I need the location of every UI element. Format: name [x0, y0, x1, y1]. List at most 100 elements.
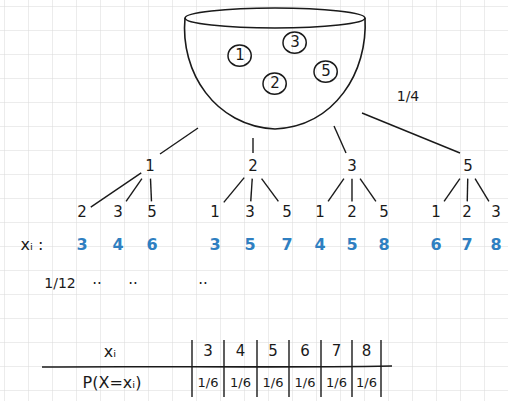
ball-circle [228, 45, 251, 66]
table-cell: 1/6 [230, 376, 251, 391]
branch-line [475, 179, 489, 202]
tree-node: 5 [145, 203, 159, 222]
tree-node: 2 [246, 157, 260, 176]
table-cell: 6 [300, 343, 310, 360]
ball: 5 [313, 59, 338, 84]
ball: 1 [227, 43, 252, 68]
outcome-sum: 5 [346, 236, 357, 254]
branch-line [444, 179, 460, 202]
tree-node: 3 [243, 203, 257, 222]
ellipsis: .. [198, 271, 208, 288]
outcome-number: 2 [248, 158, 258, 175]
probability-note: 1/4 [397, 88, 420, 104]
tree-node: 5 [461, 157, 475, 176]
outcome-number: 5 [379, 204, 389, 221]
table-cell: 8 [362, 343, 372, 360]
tree-node: 2 [460, 203, 474, 222]
outcome-sum: 3 [209, 236, 220, 254]
outcome-number: 3 [113, 204, 123, 221]
table-cell: 4 [236, 343, 246, 360]
ball-number: 1 [235, 47, 245, 64]
bowl-rim [185, 8, 365, 28]
tree-node: 1 [429, 203, 443, 222]
ball-circle [283, 32, 306, 53]
ball: 3 [282, 30, 307, 55]
branch-line [160, 128, 198, 154]
tree-node: 3 [111, 203, 125, 222]
tree-node: 1 [313, 203, 327, 222]
branch-line [251, 179, 252, 202]
outcome-number: 1 [145, 158, 155, 175]
tree-node: 2 [75, 203, 89, 222]
outcome-number: 2 [347, 204, 357, 221]
ball-number: 2 [270, 75, 280, 92]
outcome-number: 3 [245, 204, 255, 221]
branch-line [334, 126, 346, 153]
branch-line [467, 179, 469, 202]
branch-line [328, 179, 344, 202]
ball-number: 3 [290, 34, 300, 51]
outcome-number: 3 [491, 204, 501, 221]
tree-node: 1 [208, 203, 222, 222]
branch-line [351, 179, 352, 202]
table-cell: 3 [203, 343, 213, 360]
branch-line [252, 138, 253, 153]
table-cell: 7 [332, 343, 342, 360]
outcome-number: 5 [147, 204, 157, 221]
row-heading: xᵢ : [21, 236, 44, 254]
ellipsis: .. [92, 271, 102, 288]
outcome-number: 5 [282, 204, 292, 221]
outcome-number: 1 [210, 204, 220, 221]
table-heading: P(X=xᵢ) [83, 374, 142, 392]
branch-line [150, 179, 152, 202]
tree-node: 3 [489, 203, 503, 222]
table-cell: 1/6 [326, 376, 347, 391]
ellipsis: .. [128, 271, 138, 288]
outcome-number: 2 [77, 204, 87, 221]
outcome-sum: 3 [76, 236, 87, 254]
probability-note: 1/12 [44, 275, 75, 291]
ball: 2 [262, 71, 287, 96]
table-cell: 1/6 [263, 376, 284, 391]
branch-line [91, 173, 141, 207]
outcome-number: 1 [431, 204, 441, 221]
table-rule [42, 366, 392, 367]
outcome-sum: 7 [281, 236, 292, 254]
outcome-number: 5 [463, 158, 473, 175]
outcome-sum: 5 [244, 236, 255, 254]
outcome-number: 3 [347, 158, 357, 175]
table-cell: 1/6 [356, 376, 377, 391]
branch-line [224, 178, 244, 203]
branch-line [362, 113, 460, 153]
outcome-sum: 4 [112, 236, 123, 254]
branch-line [262, 179, 279, 202]
table-divider [192, 340, 381, 397]
tree-node: 5 [280, 203, 294, 222]
table-cell: 1/6 [295, 376, 316, 391]
tree-node: 3 [345, 157, 359, 176]
ball-circle [314, 61, 337, 82]
outcome-sum: 6 [146, 236, 157, 254]
ball-number: 5 [321, 63, 331, 80]
bowl [185, 18, 366, 129]
outcome-sum: 6 [430, 236, 441, 254]
tree-node: 1 [143, 157, 157, 176]
outcome-number: 1 [315, 204, 325, 221]
outcome-sum: 8 [378, 236, 389, 254]
tree-node: 2 [345, 203, 359, 222]
outcome-number: 2 [462, 204, 472, 221]
tree-node: 5 [377, 203, 391, 222]
branch-line [126, 179, 142, 202]
outcome-sum: 7 [461, 236, 472, 254]
outcome-sum: 8 [490, 236, 501, 254]
branch-line [360, 179, 376, 202]
table-cell: 1/6 [198, 376, 219, 391]
table-cell: 5 [268, 343, 278, 360]
table-heading: xᵢ [104, 343, 116, 361]
ball-circle [263, 73, 286, 94]
outcome-sum: 4 [314, 236, 325, 254]
